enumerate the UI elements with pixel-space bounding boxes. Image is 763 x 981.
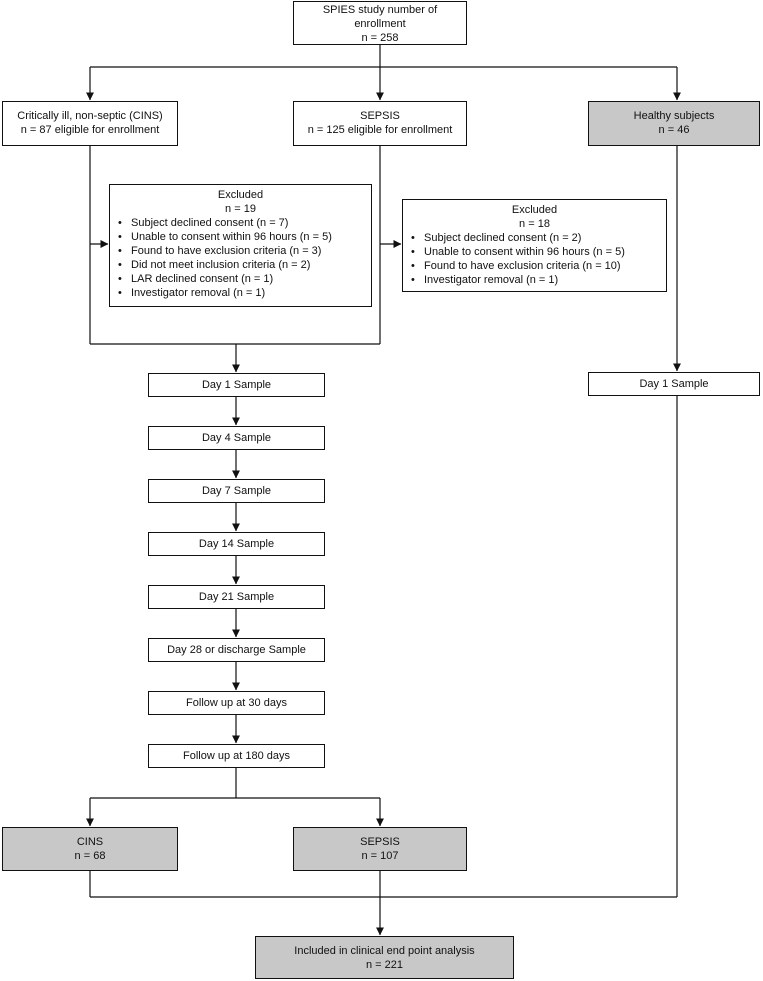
timeline-step-day-21: Day 21 Sample [148, 585, 325, 609]
cins-final-count: n = 68 [74, 850, 106, 862]
list-item: Unable to consent within 96 hours (n = 5… [114, 230, 367, 244]
timeline-step-followup-180: Follow up at 180 days [148, 744, 325, 768]
timeline-step-day-7: Day 7 Sample [148, 479, 325, 503]
timeline-step-label: Day 14 Sample [198, 538, 275, 550]
excluded-left-list: Subject declined consent (n = 7) Unable … [114, 216, 367, 300]
healthy-box: Healthy subjects n = 46 [588, 101, 760, 146]
healthy-title: Healthy subjects [633, 110, 715, 122]
timeline-step-label: Day 4 Sample [201, 432, 272, 444]
included-box: Included in clinical end point analysis … [255, 936, 514, 979]
excluded-right-box: Excluded n = 18 Subject declined consent… [402, 199, 667, 292]
timeline-step-day-14: Day 14 Sample [148, 532, 325, 556]
excluded-right-count: n = 18 [519, 218, 550, 230]
excluded-right-title: Excluded [511, 204, 558, 216]
cins-eligible-count: n = 87 eligible for enrollment [20, 124, 160, 136]
timeline-step-day-1: Day 1 Sample [148, 373, 325, 397]
timeline-step-label: Day 1 Sample [201, 379, 272, 391]
timeline-step-label: Day 7 Sample [201, 485, 272, 497]
enrollment-line-2: enrollment [354, 18, 406, 30]
list-item: Found to have exclusion criteria (n = 3) [114, 244, 367, 258]
timeline-step-followup-30: Follow up at 30 days [148, 691, 325, 715]
excluded-left-title: Excluded [217, 189, 264, 201]
list-item: Did not meet inclusion criteria (n = 2) [114, 258, 367, 272]
enrollment-box: SPIES study number of enrollment n = 258 [293, 1, 467, 45]
list-item: LAR declined consent (n = 1) [114, 272, 367, 286]
timeline-step-label: Day 21 Sample [198, 591, 275, 603]
list-item: Subject declined consent (n = 2) [407, 231, 662, 245]
included-count: n = 221 [365, 959, 403, 971]
cins-final-box: CINS n = 68 [2, 827, 178, 871]
sepsis-final-box: SEPSIS n = 107 [293, 827, 467, 871]
healthy-count: n = 46 [658, 124, 690, 136]
sepsis-eligible-box: SEPSIS n = 125 eligible for enrollment [293, 101, 467, 146]
list-item: Investigator removal (n = 1) [114, 286, 367, 300]
cins-eligible-box: Critically ill, non-septic (CINS) n = 87… [2, 101, 178, 146]
healthy-sample-box: Day 1 Sample [588, 372, 760, 396]
excluded-right-list: Subject declined consent (n = 2) Unable … [407, 231, 662, 287]
sepsis-final-title: SEPSIS [360, 836, 400, 848]
sepsis-final-count: n = 107 [361, 850, 399, 862]
timeline-step-day-28: Day 28 or discharge Sample [148, 638, 325, 662]
timeline-step-day-4: Day 4 Sample [148, 426, 325, 450]
enrollment-line-1: SPIES study number of [322, 4, 438, 16]
timeline-step-label: Follow up at 180 days [182, 750, 290, 762]
list-item: Subject declined consent (n = 7) [114, 216, 367, 230]
cins-eligible-title: Critically ill, non-septic (CINS) [17, 110, 163, 122]
timeline-step-label: Day 28 or discharge Sample [167, 644, 306, 656]
enrollment-count: n = 258 [361, 32, 399, 44]
list-item: Investigator removal (n = 1) [407, 273, 662, 287]
list-item: Found to have exclusion criteria (n = 10… [407, 259, 662, 273]
timeline-step-label: Follow up at 30 days [186, 697, 287, 709]
excluded-left-box: Excluded n = 19 Subject declined consent… [109, 184, 372, 307]
list-item: Unable to consent within 96 hours (n = 5… [407, 245, 662, 259]
sepsis-eligible-count: n = 125 eligible for enrollment [307, 124, 453, 136]
sepsis-eligible-title: SEPSIS [360, 110, 400, 122]
included-title: Included in clinical end point analysis [294, 945, 475, 957]
excluded-left-count: n = 19 [225, 203, 256, 215]
cins-final-title: CINS [76, 836, 104, 848]
healthy-sample-label: Day 1 Sample [639, 378, 709, 390]
